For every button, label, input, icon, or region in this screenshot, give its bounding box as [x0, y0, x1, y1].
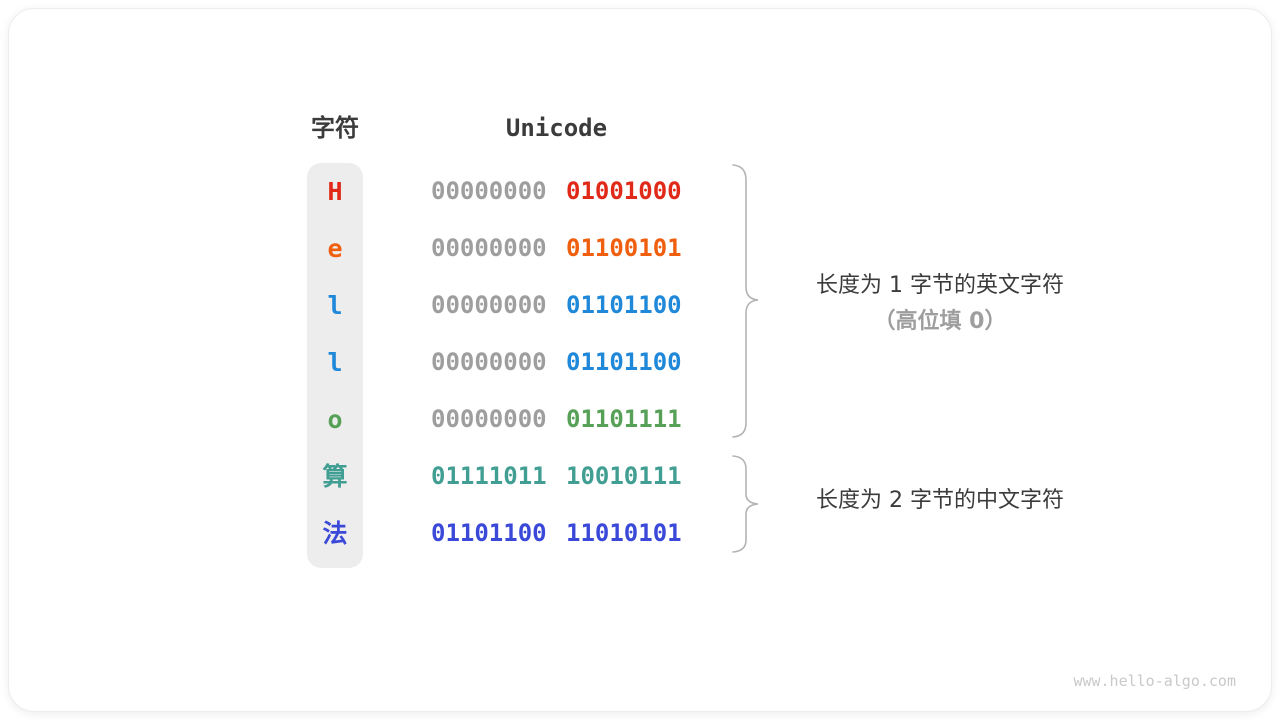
unicode-low-byte: 01101100 [566, 291, 682, 319]
char-cell: 算 [322, 462, 348, 491]
table-row: 法 01101100 11010101 [0, 505, 1280, 562]
unicode-high-byte: 01101100 [431, 519, 547, 547]
unicode-low-byte: 01101100 [566, 348, 682, 376]
char-cell: l [327, 348, 343, 377]
column-header-character: 字符 [311, 114, 359, 142]
annotation-english-chars: 长度为 1 字节的英文字符 （高位填 0） [770, 268, 1110, 340]
char-cell: 法 [322, 519, 348, 548]
unicode-low-byte: 01001000 [566, 177, 682, 205]
unicode-high-byte: 00000000 [431, 291, 547, 319]
unicode-high-byte: 00000000 [431, 348, 547, 376]
table-row: e 00000000 01100101 [0, 220, 1280, 277]
char-cell: o [327, 405, 343, 434]
table-row: H 00000000 01001000 [0, 163, 1280, 220]
char-cell: e [327, 234, 343, 263]
table-row: 算 01111011 10010111 [0, 448, 1280, 505]
unicode-low-byte: 01100101 [566, 234, 682, 262]
annotation-english-line2: （高位填 0） [873, 309, 1007, 334]
unicode-high-byte: 00000000 [431, 405, 547, 433]
figure-card [8, 8, 1272, 712]
annotation-english-line1: 长度为 1 字节的英文字符 [816, 273, 1064, 298]
unicode-high-byte: 00000000 [431, 177, 547, 205]
char-cell: l [327, 291, 343, 320]
unicode-low-byte: 11010101 [566, 519, 682, 547]
table-row: o 00000000 01101111 [0, 391, 1280, 448]
table-row: l 00000000 01101100 [0, 277, 1280, 334]
char-cell: H [327, 177, 343, 206]
annotation-chinese-line1: 长度为 2 字节的中文字符 [816, 488, 1064, 513]
unicode-high-byte: 00000000 [431, 234, 547, 262]
unicode-low-byte: 01101111 [566, 405, 682, 433]
unicode-high-byte: 01111011 [431, 462, 547, 490]
column-header-unicode: Unicode [505, 114, 608, 142]
annotation-chinese-chars: 长度为 2 字节的中文字符 [770, 488, 1110, 514]
table-row: l 00000000 01101100 [0, 334, 1280, 391]
unicode-low-byte: 10010111 [566, 462, 682, 490]
watermark-url: www.hello-algo.com [1073, 672, 1236, 690]
character-column-background [307, 163, 363, 568]
